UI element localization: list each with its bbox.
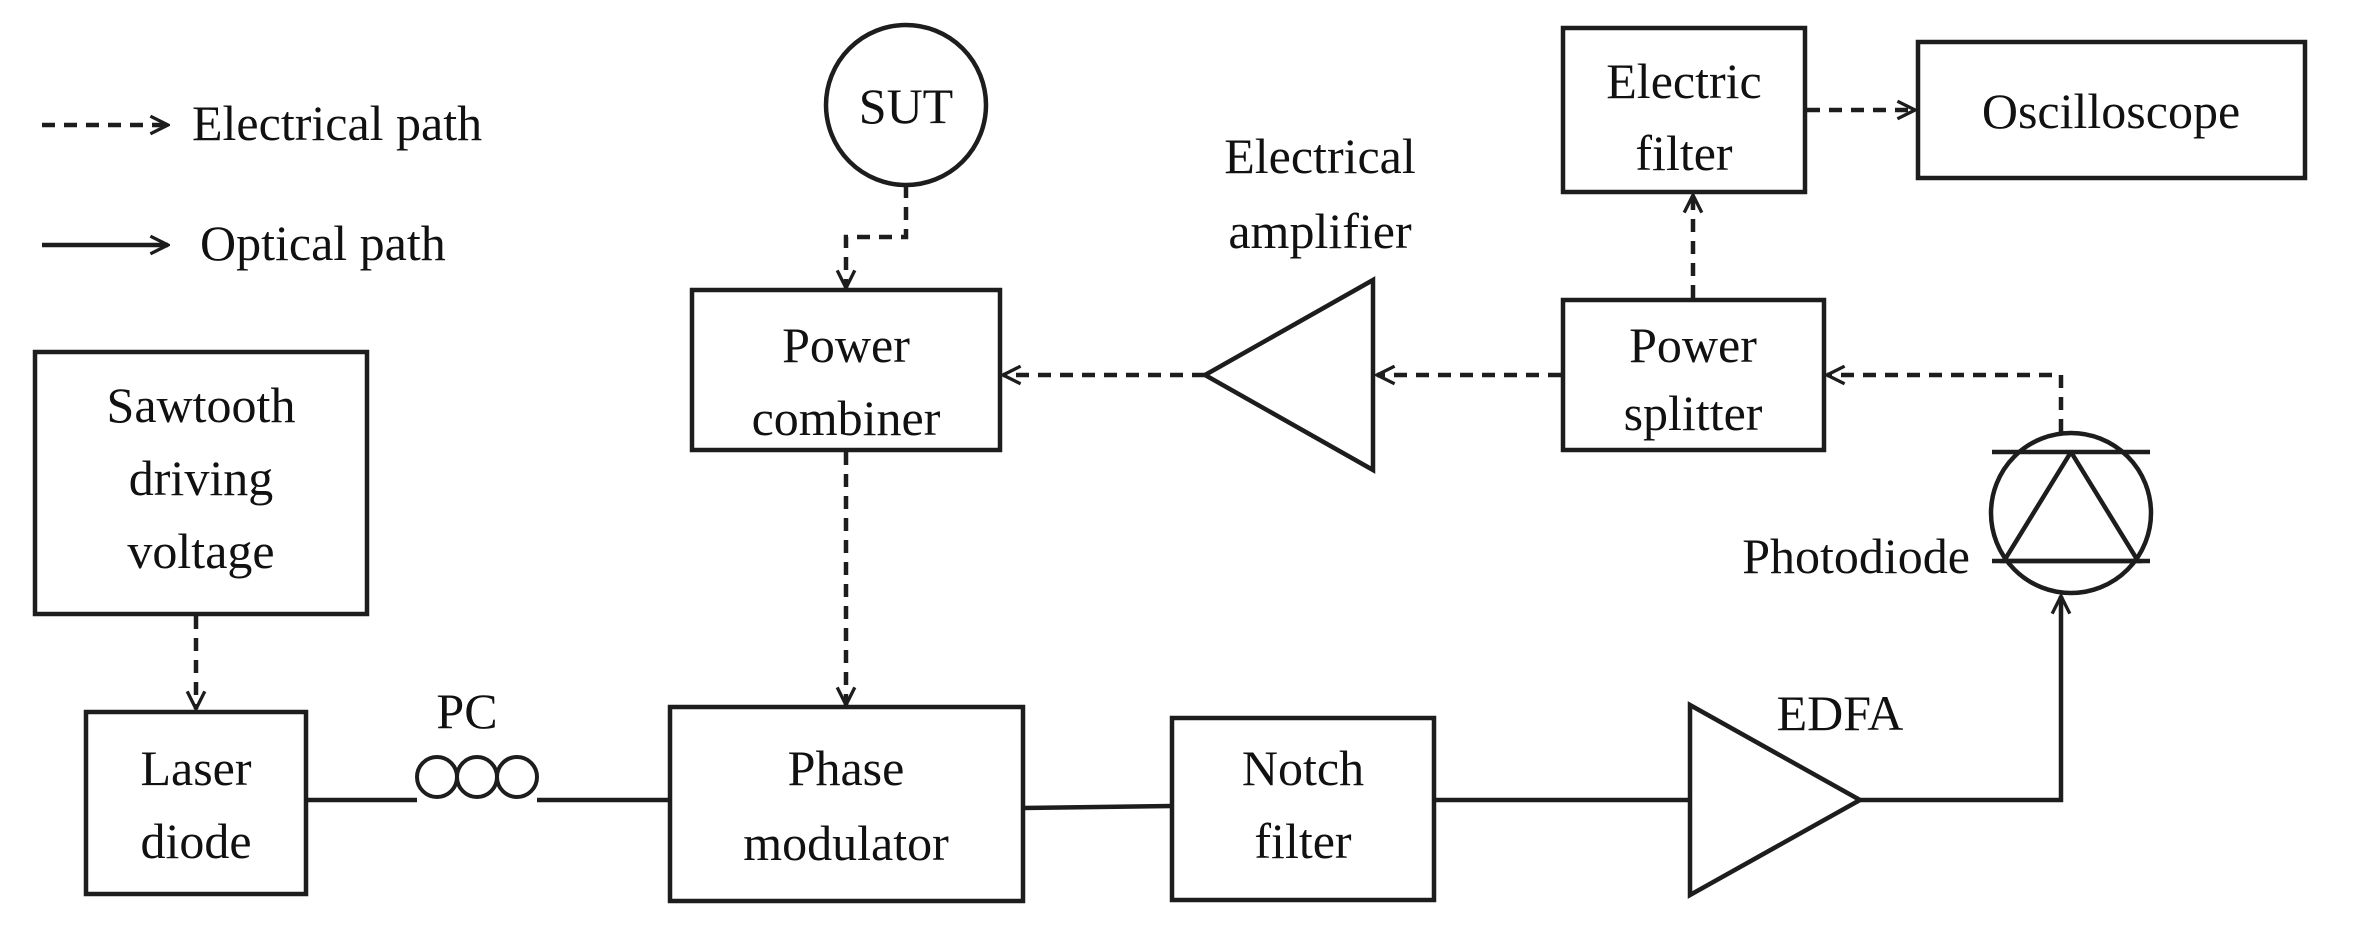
phase-modulator-block: Phase modulator bbox=[667, 704, 1026, 904]
electric-filter-label-2: filter bbox=[1635, 125, 1733, 181]
pc-polarization-controller: PC bbox=[415, 683, 539, 799]
legend-optical-label: Optical path bbox=[200, 215, 446, 271]
path-edfa-to-photodiode bbox=[1860, 596, 2061, 803]
power-splitter-label-1: Power bbox=[1629, 317, 1757, 373]
notch-filter-label-2: filter bbox=[1254, 813, 1352, 869]
laser-diode-label-2: diode bbox=[140, 813, 251, 869]
path-sut-to-combiner bbox=[846, 185, 909, 288]
electrical-amplifier-triangle bbox=[1200, 276, 1376, 474]
pc-loop-1 bbox=[415, 755, 459, 799]
electrical-amplifier: Electrical amplifier bbox=[1200, 128, 1416, 474]
photodiode-label: Photodiode bbox=[1742, 528, 1970, 584]
photodiode-triangle bbox=[1999, 450, 2143, 564]
optical-paths bbox=[306, 596, 2061, 811]
electrical-paths bbox=[196, 110, 2064, 709]
pc-loop-3 bbox=[495, 755, 539, 799]
electrical-amplifier-label-2: amplifier bbox=[1228, 203, 1412, 259]
phase-modulator-label-1: Phase bbox=[788, 740, 905, 796]
sawtooth-label-3: voltage bbox=[127, 523, 274, 579]
phase-modulator-label-2: modulator bbox=[743, 815, 949, 871]
power-combiner-block: Power combiner bbox=[689, 287, 1003, 453]
electric-filter-label-1: Electric bbox=[1606, 53, 1761, 109]
sut-label: SUT bbox=[859, 78, 953, 134]
sawtooth-block: Sawtooth driving voltage bbox=[32, 349, 370, 617]
laser-diode-label-1: Laser bbox=[140, 740, 251, 796]
electric-filter-block: Electric filter bbox=[1560, 25, 1808, 195]
photodiode-circle bbox=[1988, 430, 2154, 596]
path-modulator-to-notch bbox=[1022, 803, 1173, 811]
laser-diode-block: Laser diode bbox=[83, 709, 309, 897]
power-splitter-block: Power splitter bbox=[1560, 297, 1827, 453]
oscilloscope-label: Oscilloscope bbox=[1982, 83, 2240, 139]
sawtooth-label-2: driving bbox=[129, 450, 273, 506]
edfa-label: EDFA bbox=[1777, 685, 1904, 741]
power-splitter-label-2: splitter bbox=[1624, 385, 1763, 441]
notch-filter-label-1: Notch bbox=[1242, 740, 1364, 796]
electrical-amplifier-label-1: Electrical bbox=[1224, 128, 1416, 184]
legend-electrical-label: Electrical path bbox=[192, 95, 482, 151]
photodiode: Photodiode bbox=[1742, 430, 2154, 596]
edfa: EDFA bbox=[1687, 685, 1904, 899]
sut-block: SUT bbox=[823, 22, 989, 188]
pc-loop-2 bbox=[455, 755, 499, 799]
pc-label: PC bbox=[436, 683, 497, 739]
power-combiner-label-1: Power bbox=[782, 317, 910, 373]
legend: Electrical path Optical path bbox=[42, 95, 482, 271]
power-combiner-label-2: combiner bbox=[752, 390, 941, 446]
oscilloscope-block: Oscilloscope bbox=[1915, 39, 2308, 181]
sawtooth-label-1: Sawtooth bbox=[107, 377, 296, 433]
notch-filter-block: Notch filter bbox=[1169, 715, 1437, 903]
path-photodiode-to-splitter bbox=[1827, 375, 2064, 432]
